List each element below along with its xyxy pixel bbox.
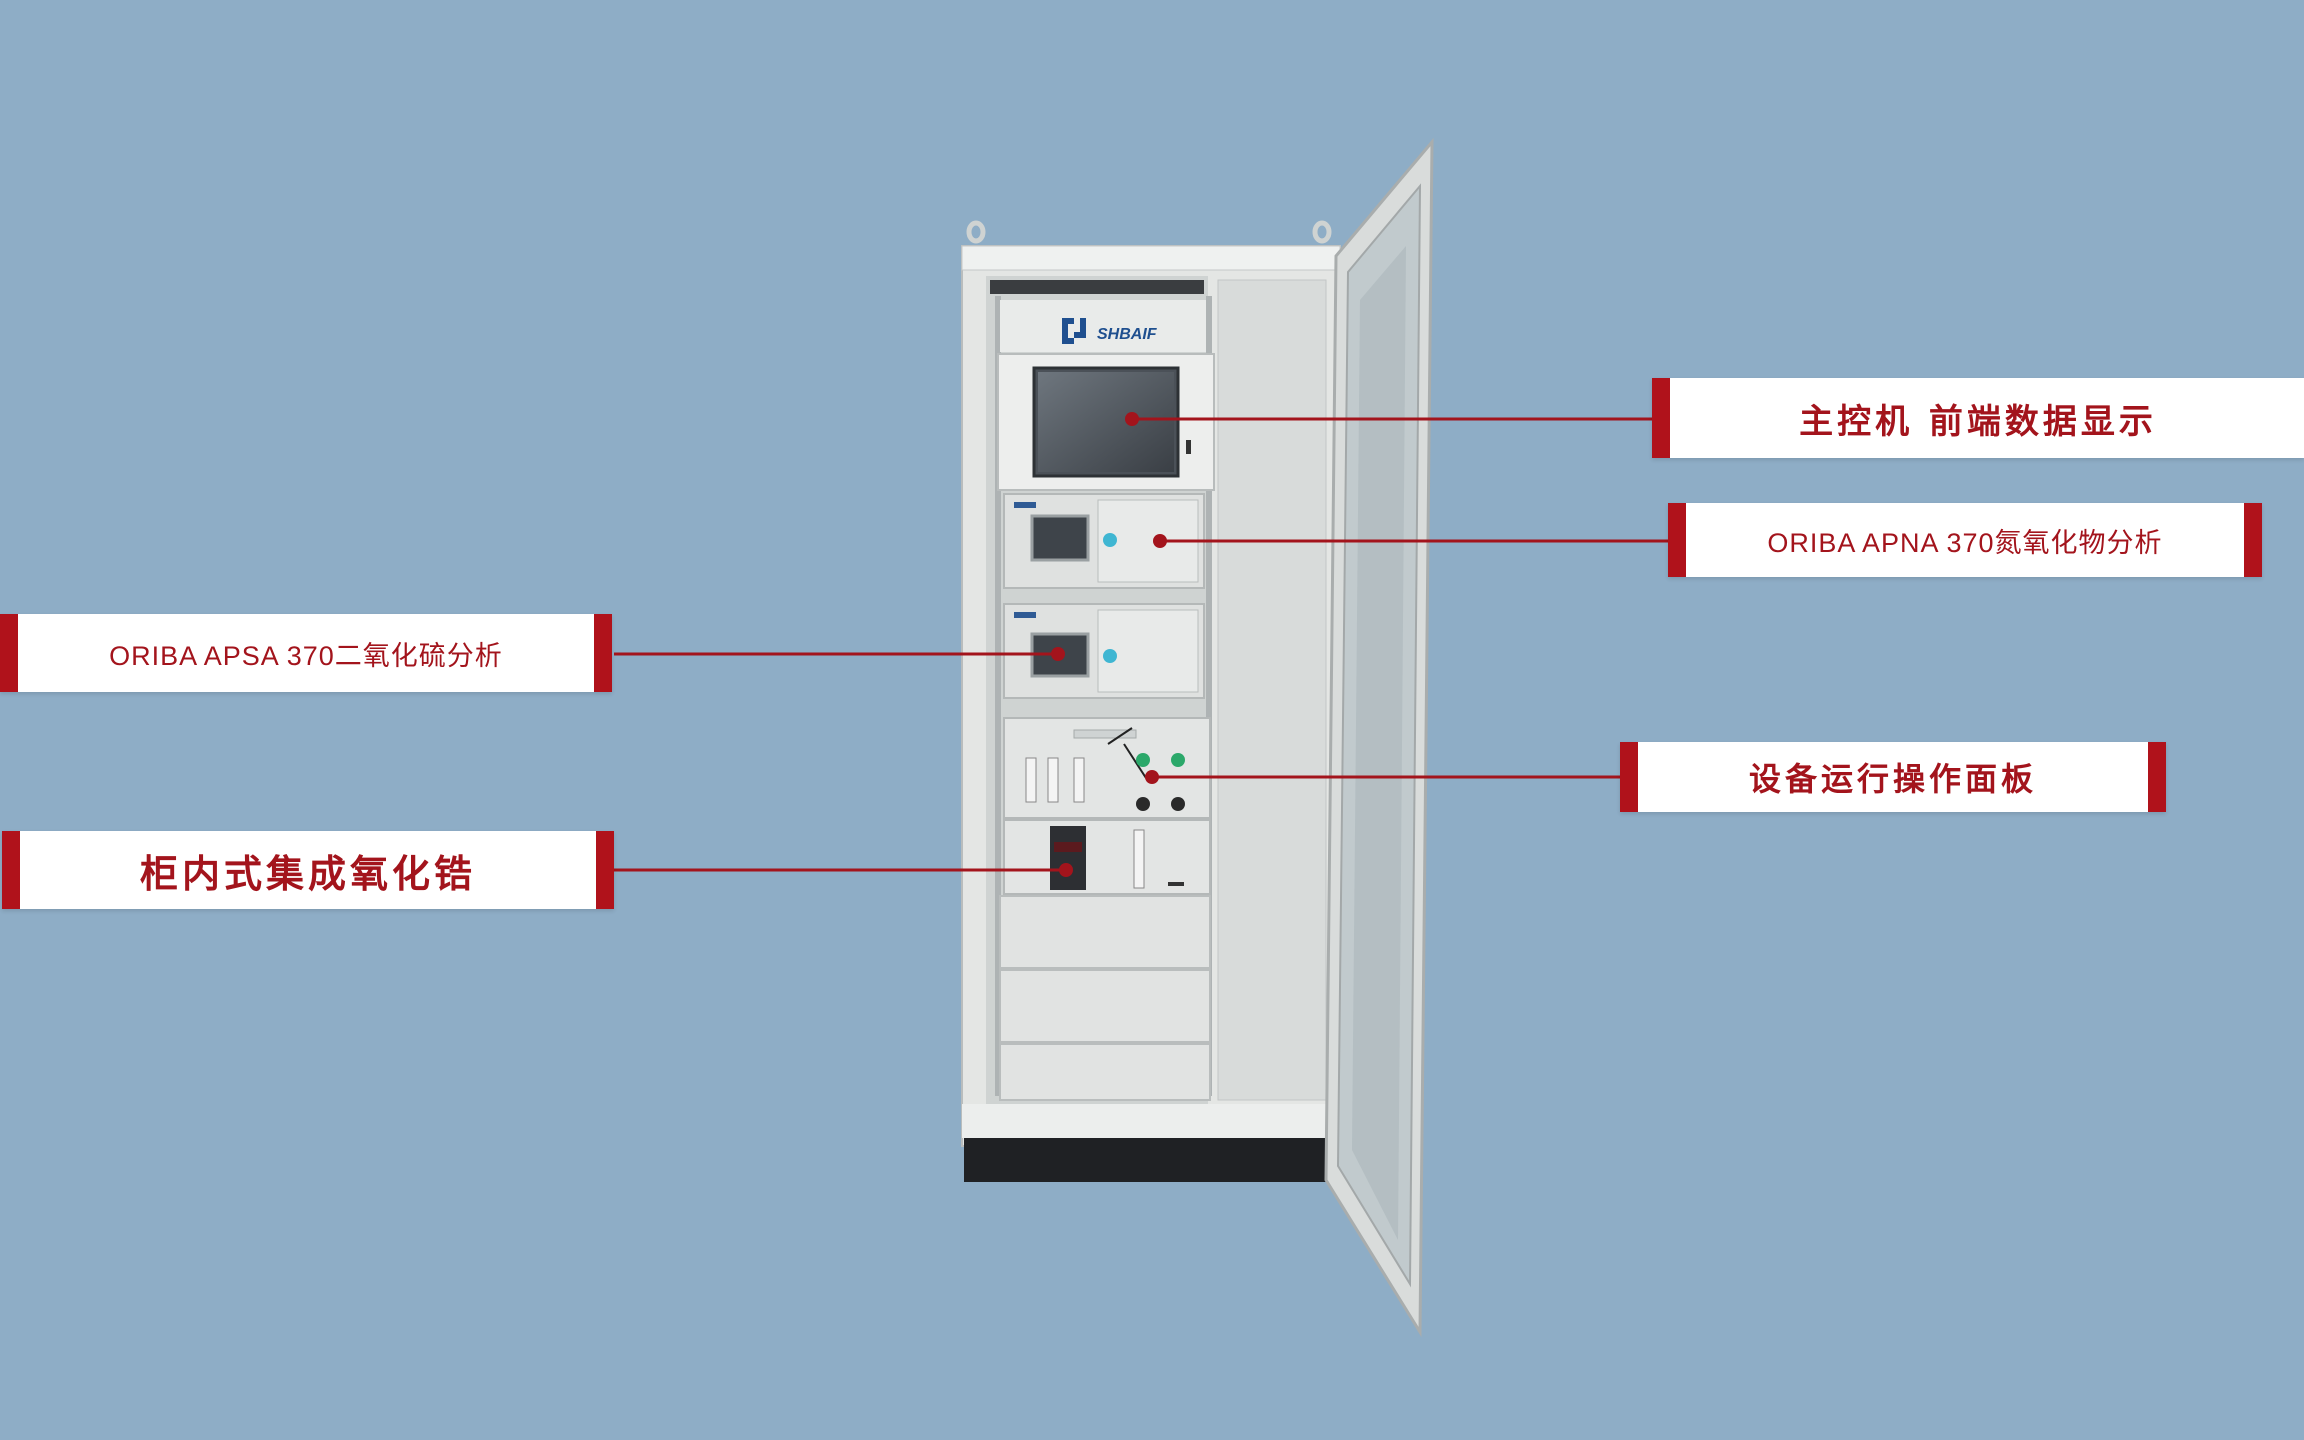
callout-control-panel-text: 设备运行操作面板	[1748, 760, 2037, 798]
brand-logo-icon	[1062, 318, 1086, 344]
callout-so2-analyzer-text: ORIBA APSA 370二氧化硫分析	[109, 640, 503, 671]
selector-switch-1	[1136, 797, 1150, 811]
nox-analyzer-display	[1030, 514, 1090, 562]
nox-analyzer-knob	[1103, 533, 1117, 547]
callout-main-controller-text: 主控机 前端数据显示	[1799, 401, 2157, 442]
green-indicator-1	[1136, 753, 1150, 767]
so2-analyzer-knob	[1103, 649, 1117, 663]
leader-lines	[614, 412, 1668, 877]
callout-zirconia: 柜内式集成氧化锆	[2, 831, 614, 909]
zirconia-panel	[1003, 819, 1211, 895]
zirconia-meter	[1050, 826, 1086, 890]
cabinet-door	[1324, 137, 1434, 1338]
brand-logo-text: SHBAIF	[1097, 326, 1158, 343]
callout-control-panel: 设备运行操作面板	[1620, 742, 2166, 812]
flow-meters	[1025, 757, 1085, 803]
logo-panel	[1000, 300, 1206, 352]
callout-main-controller: 主控机 前端数据显示	[1652, 378, 2304, 458]
cabinet-plinth	[962, 1104, 1328, 1138]
callout-nox-analyzer: ORIBA APNA 370氮氧化物分析	[1668, 503, 2262, 577]
callout-nox-analyzer-text: ORIBA APNA 370氮氧化物分析	[1767, 527, 2163, 558]
lifting-eyes	[966, 220, 1332, 244]
callout-zirconia-text: 柜内式集成氧化锆	[139, 850, 476, 896]
selector-switch-2	[1171, 797, 1185, 811]
callout-so2-analyzer: ORIBA APSA 370二氧化硫分析	[0, 614, 612, 692]
green-indicator-2	[1171, 753, 1185, 767]
